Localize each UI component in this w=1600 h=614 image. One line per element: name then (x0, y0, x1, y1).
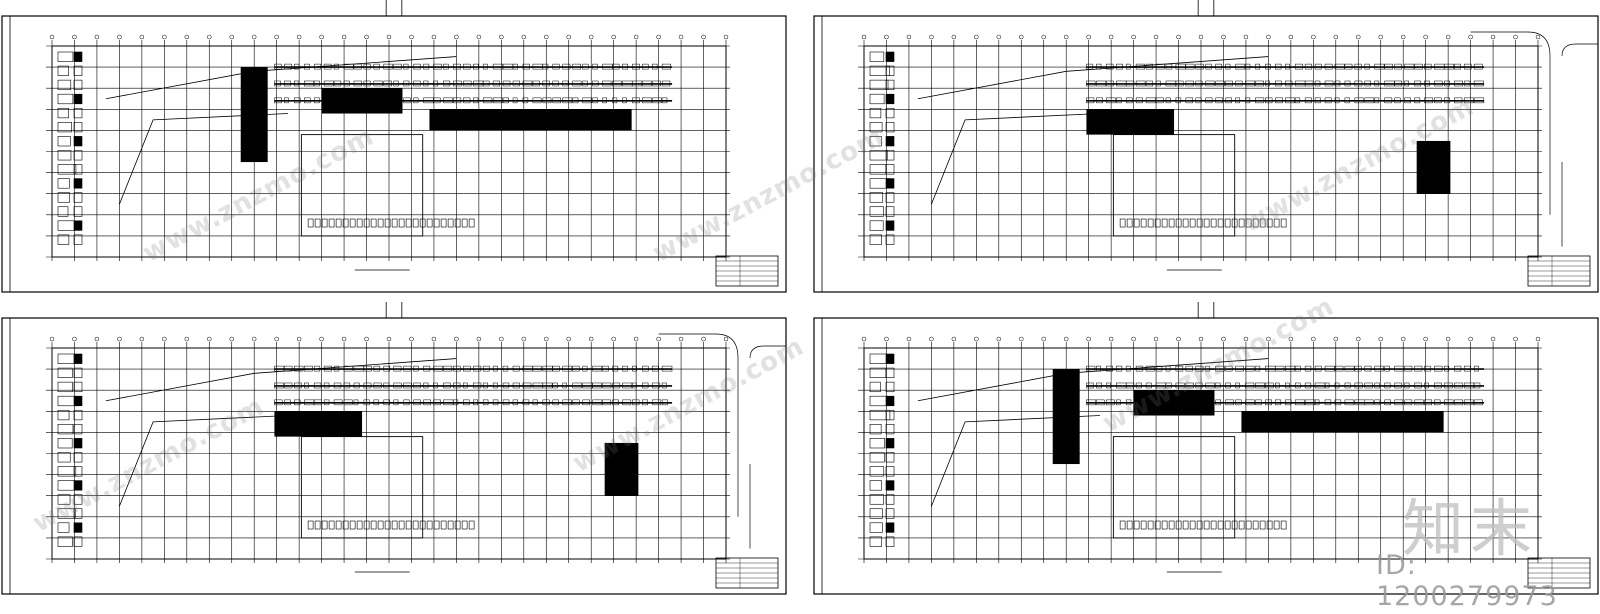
sheet-bottom-right (813, 302, 1599, 595)
sheet-top-left (1, 0, 787, 293)
sheet-bottom-left (1, 302, 787, 595)
sheet-top-right (813, 0, 1599, 293)
